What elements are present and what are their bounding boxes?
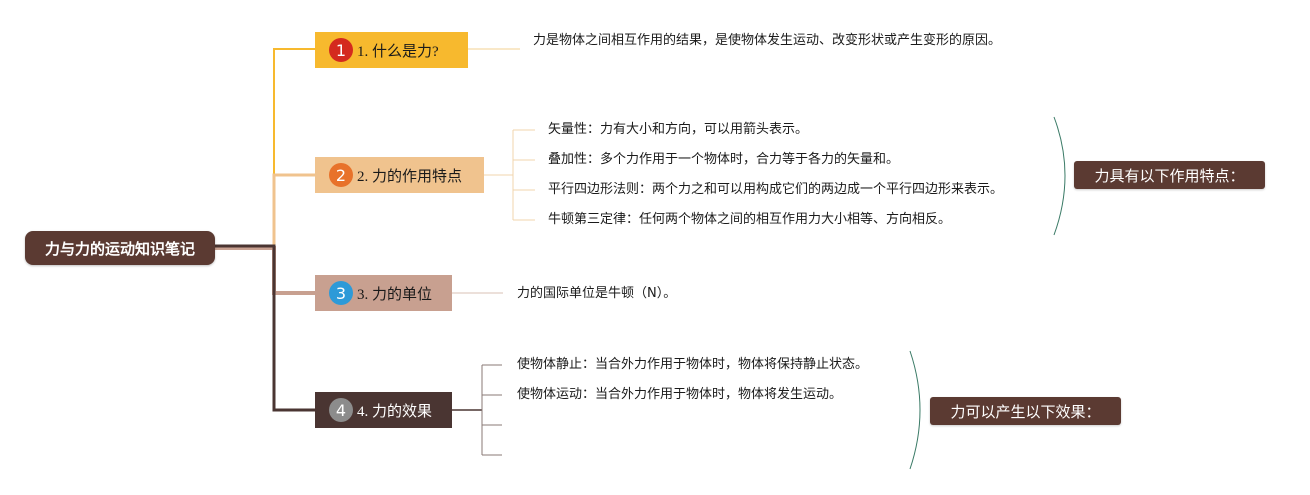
connector-branch-2-leaves [512,129,535,221]
summary-brace-branch-2 [1053,116,1066,236]
root-topic[interactable]: 力与力的运动知识笔记 [25,231,215,265]
branch-force-characteristics[interactable]: 2 2. 力的作用特点 [315,157,484,193]
number-badge-icon: 2 [329,163,353,187]
branch-label: 3. 力的单位 [357,286,433,303]
leaf-si-unit[interactable]: 力的国际单位是牛顿（N）。 [517,286,677,301]
branch-label: 1. 什么是力? [357,43,439,60]
summary-brace-branch-4 [909,350,921,470]
leaf-cause-motion[interactable]: 使物体运动：当合外力作用于物体时，物体将发生运动。 [517,387,843,402]
summary-force-effects[interactable]: 力可以产生以下效果： [930,397,1121,425]
connector-root-branch-2 [215,173,315,250]
connector-root-branch-4 [215,244,315,412]
branch-label: 2. 力的作用特点 [357,168,463,185]
connector-root-branch-3 [215,246,315,295]
branch-force-effects[interactable]: 4 4. 力的效果 [315,392,452,428]
connector-branch-4-leaves [481,364,502,456]
number-badge-icon: 4 [329,398,353,422]
leaf-definition[interactable]: 力是物体之间相互作用的结果，是使物体发生运动、改变形状或产生变形的原因。 [533,33,1002,48]
branch-what-is-force[interactable]: 1 1. 什么是力? [315,32,468,68]
number-badge-icon: 1 [329,38,353,62]
branch-force-unit[interactable]: 3 3. 力的单位 [315,275,452,311]
leaf-superposition[interactable]: 叠加性：多个力作用于一个物体时，合力等于各力的矢量和。 [548,152,900,167]
number-badge-icon: 3 [329,281,353,305]
leaf-newton-third-law[interactable]: 牛顿第三定律：任何两个物体之间的相互作用力大小相等、方向相反。 [548,212,952,227]
summary-force-characteristics[interactable]: 力具有以下作用特点： [1074,161,1265,189]
leaf-keep-static[interactable]: 使物体静止：当合外力作用于物体时，物体将保持静止状态。 [517,357,869,372]
connector-root-branch-1 [215,48,315,249]
branch-label: 4. 力的效果 [357,403,433,420]
leaf-vector[interactable]: 矢量性：力有大小和方向，可以用箭头表示。 [548,122,809,137]
leaf-parallelogram-rule[interactable]: 平行四边形法则：两个力之和可以用构成它们的两边成一个平行四边形来表示。 [548,182,1004,197]
